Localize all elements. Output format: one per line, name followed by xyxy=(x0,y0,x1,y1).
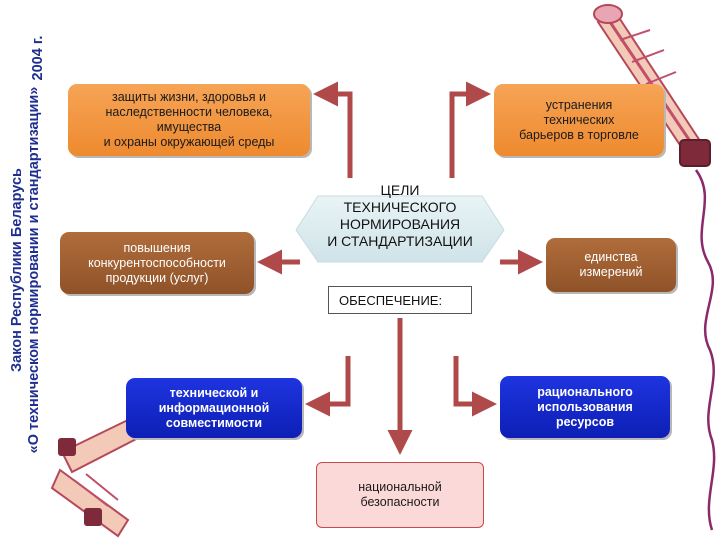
goal-compatibility-line3: совместимости xyxy=(165,415,263,430)
goal-measurement-line1: единства измерений xyxy=(579,250,643,279)
goal-measurement: единства измерений xyxy=(546,238,676,292)
arrow-to-barriers xyxy=(449,81,491,178)
goal-protection-line1: защиты жизни, здоровья и xyxy=(111,90,267,104)
scroll-icon-bottom-left xyxy=(50,416,144,538)
support-label-text: ОБЕСПЕЧЕНИЕ: xyxy=(339,292,443,308)
center-title-line2: ТЕХНИЧЕСКОГО xyxy=(343,199,457,215)
goal-competitiveness-line3: продукции (услуг) xyxy=(105,270,209,285)
goal-barriers-line1: устранения xyxy=(545,97,613,112)
goal-protection-line2: наследственности человека, xyxy=(105,105,273,119)
goal-compatibility: технической и информационной совместимос… xyxy=(126,378,302,438)
arrow-to-protection xyxy=(313,81,353,178)
goal-compatibility-line2: информационной xyxy=(158,400,270,415)
support-label: ОБЕСПЕЧЕНИЕ: xyxy=(328,286,472,314)
center-title-line1: ЦЕЛИ xyxy=(380,182,420,198)
goal-security: национальной безопасности xyxy=(316,462,484,528)
goal-competitiveness-line1: повышения xyxy=(123,240,191,255)
goal-security-line2: безопасности xyxy=(360,495,440,509)
goal-protection-line3: имущества xyxy=(156,120,222,134)
goal-compatibility-line1: технической и xyxy=(169,385,259,400)
goal-barriers-line2: технических xyxy=(543,112,615,127)
goal-protection: защиты жизни, здоровья и наследственност… xyxy=(68,84,310,156)
goal-protection-line4: и охраны окружающей среды xyxy=(103,135,275,149)
goal-resources-line1: рационального xyxy=(537,384,633,399)
center-title-line3: НОРМИРОВАНИЯ xyxy=(339,216,461,232)
goal-resources: рационального использования ресурсов xyxy=(500,376,670,438)
sidebar: Закон Республики Беларусь «О техническом… xyxy=(0,0,52,540)
goal-competitiveness-line2: конкурентоспособности xyxy=(88,255,226,270)
curly-line-icon-right xyxy=(694,169,716,531)
center-title-line4: И СТАНДАРТИЗАЦИИ xyxy=(327,233,473,249)
goal-barriers-line3: барьеров в торговле xyxy=(519,127,639,142)
goal-competitiveness: повышения конкурентоспособности продукци… xyxy=(60,232,254,294)
goal-resources-line2: использования xyxy=(537,399,633,414)
goal-barriers: устранения технических барьеров в торгов… xyxy=(494,84,664,156)
arrow-to-resources xyxy=(453,356,497,417)
center-title: ЦЕЛИ ТЕХНИЧЕСКОГО НОРМИРОВАНИЯ И СТАНДАР… xyxy=(300,182,500,250)
goal-resources-line3: ресурсов xyxy=(555,414,615,429)
center-hexagon xyxy=(295,195,505,263)
arrow-to-compatibility xyxy=(305,356,351,417)
goal-security-line1: национальной xyxy=(358,480,442,494)
